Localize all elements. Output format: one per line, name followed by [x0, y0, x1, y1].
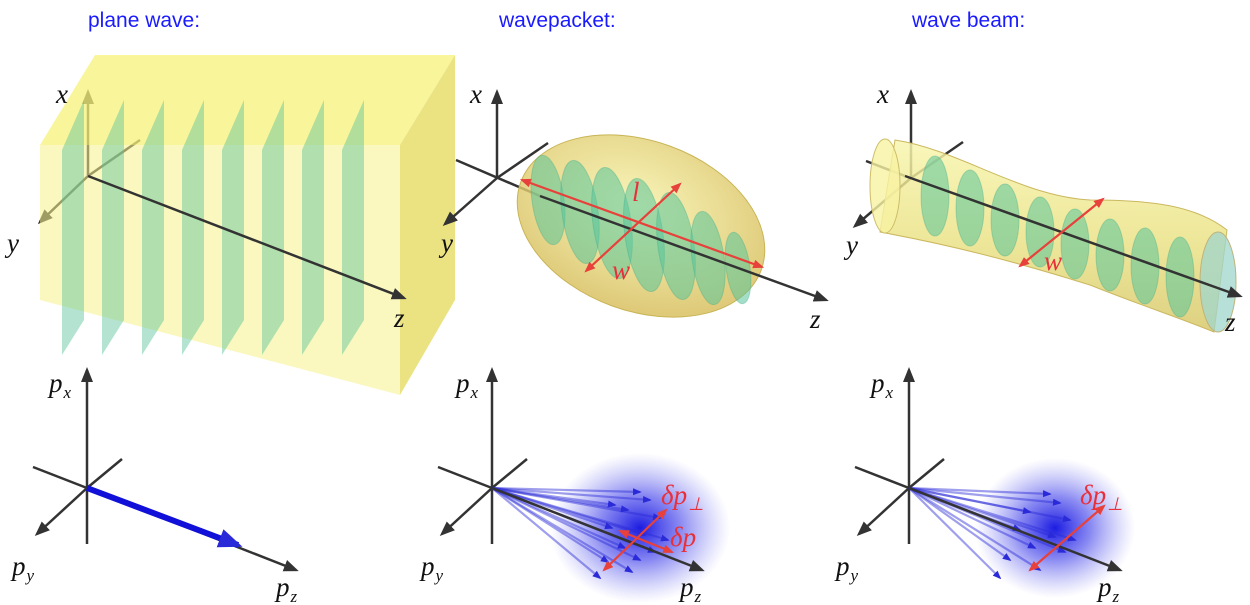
wave-beam-real-space: w x y z — [843, 79, 1243, 337]
px-label: px — [869, 368, 894, 402]
wavefront-disc — [1060, 208, 1090, 280]
py-axis-back — [908, 458, 945, 489]
wavefront-disc — [990, 183, 1020, 257]
width-arrow — [584, 182, 682, 273]
x-axis-label: x — [469, 79, 482, 109]
delta-p-perp-label: δp⊥ — [1080, 480, 1123, 514]
plane-wave-real-space: x y z — [4, 55, 455, 395]
momentum-vector — [908, 486, 1062, 506]
width-label: w — [612, 255, 630, 285]
py-label: py — [834, 551, 859, 585]
wavefront-disc — [920, 155, 950, 237]
delta-p-arrow — [617, 529, 675, 554]
z-axis — [87, 174, 407, 300]
wavefront-plane — [62, 100, 84, 355]
momentum-vector — [908, 486, 1052, 498]
wave-beam-momentum-space: δp⊥ px py pz — [834, 367, 1135, 605]
y-axis-back — [496, 141, 549, 180]
momentum-vector — [491, 486, 642, 496]
panel-title-wavepacket: wavepacket: — [498, 9, 616, 32]
delta-p-perp-arrow — [1028, 504, 1106, 572]
wavepacket-real-space: l w x y z — [438, 79, 829, 334]
wavefront-plane — [342, 100, 364, 355]
py-axis-back — [491, 458, 528, 489]
momentum-vector — [491, 486, 652, 503]
wavefront-disc — [1165, 236, 1195, 318]
momentum-vector — [908, 487, 1037, 549]
delta-p-perp-label: δp⊥ — [661, 480, 704, 514]
momentum-vector — [908, 487, 1002, 580]
pz-label: pz — [678, 572, 702, 605]
panel-title-wave-beam: wave beam: — [911, 9, 1025, 32]
py-axis — [34, 487, 88, 537]
momentum-vector — [908, 487, 1042, 571]
wavepacket-momentum-space: δp⊥ δp px py pz — [419, 367, 730, 605]
x-axis-label: x — [55, 79, 68, 109]
wavefront-disc — [1095, 218, 1125, 292]
wavefront-plane — [302, 100, 324, 355]
wavefront-planes — [62, 100, 364, 355]
pz-axis-back — [32, 465, 88, 490]
delta-p-label: δp — [670, 522, 696, 552]
px-label: px — [454, 368, 479, 402]
wavefront-disc — [955, 169, 985, 247]
x-axis-label: x — [876, 79, 889, 109]
z-axis-label: z — [393, 303, 405, 333]
y-axis-label: y — [843, 230, 858, 260]
momentum-vector — [85, 485, 243, 548]
panel-title-plane-wave: plane wave: — [88, 9, 200, 32]
momentum-vector — [491, 486, 630, 513]
momentum-vector — [491, 487, 602, 580]
y-axis — [442, 177, 498, 226]
beam-entrance-face — [869, 138, 901, 234]
y-axis-label: y — [438, 228, 453, 258]
momentum-vector — [908, 487, 1012, 562]
py-label: py — [419, 551, 444, 585]
plane-wave-envelope-box — [40, 55, 455, 395]
width-arrow — [1018, 197, 1105, 268]
plane-wave-momentum-space: px py pz — [10, 367, 299, 605]
z-axis-label: z — [1224, 307, 1236, 337]
py-axis — [439, 487, 493, 537]
py-axis-back — [86, 458, 123, 489]
length-label: l — [632, 177, 640, 207]
wavefront-plane — [102, 100, 124, 355]
width-label: w — [1044, 246, 1062, 276]
wavefront-plane — [262, 100, 284, 355]
pz-label: pz — [1096, 572, 1120, 605]
z-axis-label: z — [809, 304, 821, 334]
py-label: py — [10, 551, 35, 585]
momentum-vector — [491, 487, 610, 563]
momentum-distribution-cloud — [550, 453, 730, 603]
pz-axis-back — [437, 465, 493, 490]
pz-axis-back — [854, 465, 910, 490]
px-label: px — [47, 368, 72, 402]
momentum-vector — [491, 486, 617, 508]
wavefront-plane — [182, 100, 204, 355]
y-axis-label: y — [4, 228, 19, 258]
wavefront-plane — [222, 100, 244, 355]
py-axis — [856, 487, 910, 537]
wavefront-plane — [142, 100, 164, 355]
momentum-vector — [908, 486, 1032, 515]
pz-label: pz — [274, 572, 298, 605]
